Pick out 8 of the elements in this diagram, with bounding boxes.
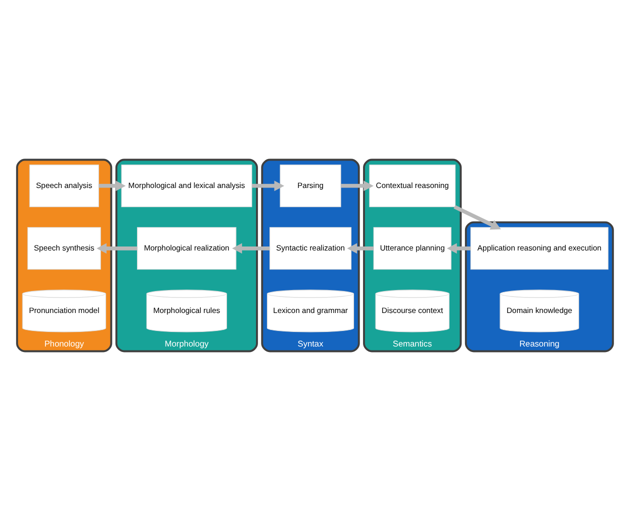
arrow bbox=[446, 242, 471, 254]
arrow bbox=[347, 242, 374, 254]
arrow bbox=[340, 180, 374, 191]
arrow bbox=[454, 204, 501, 230]
arrow bbox=[98, 180, 126, 191]
arrow bbox=[232, 242, 270, 254]
arrow bbox=[96, 242, 138, 254]
arrow bbox=[252, 180, 284, 191]
